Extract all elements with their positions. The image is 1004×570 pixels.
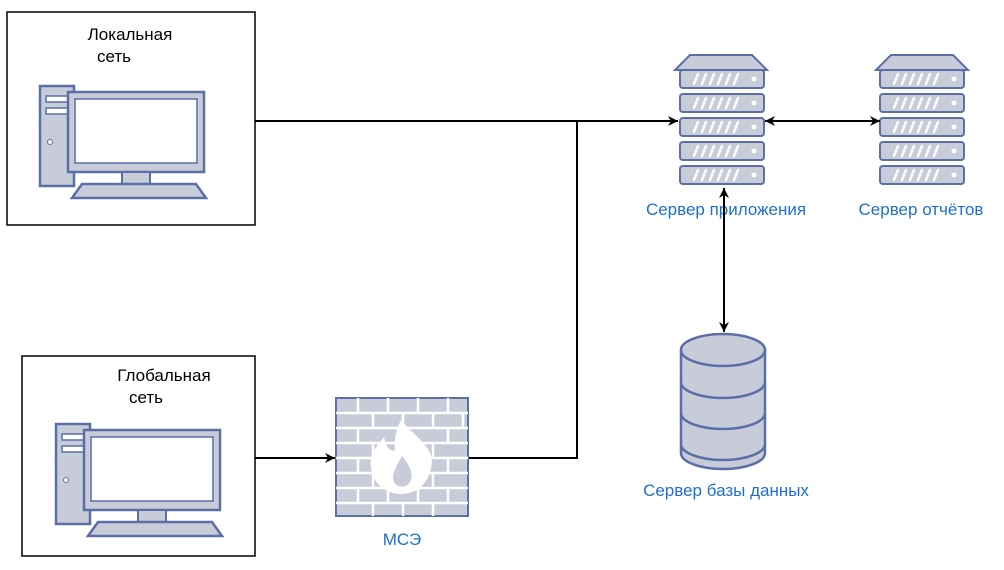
global-network-label-2: сеть [129, 388, 163, 407]
report-server-label: Сервер отчётов [859, 200, 984, 219]
local-network-label-2: сеть [97, 47, 131, 66]
local-network-node: Локальная сеть [6, 11, 256, 226]
app-server-label: Сервер приложения [646, 200, 806, 219]
firewall-node: МСЭ [335, 397, 469, 549]
global-network-label-1: Глобальная [117, 366, 210, 385]
db-server-label: Сервер базы данных [643, 481, 809, 500]
database-icon [679, 332, 767, 471]
firewall-icon [335, 397, 469, 517]
app-server-node: Сервер приложения [646, 54, 806, 219]
connector-firewall-to-app [469, 121, 578, 459]
local-network-label-1: Локальная [88, 25, 173, 44]
db-server-node: Сервер базы данных [643, 332, 809, 500]
connectors [255, 116, 880, 463]
server-icon [873, 54, 971, 186]
server-icon [672, 54, 770, 186]
flame-icon [370, 420, 432, 494]
firewall-label: МСЭ [383, 530, 421, 549]
report-server-node: Сервер отчётов [859, 54, 984, 219]
global-network-node: Глобальная сеть [21, 355, 256, 557]
